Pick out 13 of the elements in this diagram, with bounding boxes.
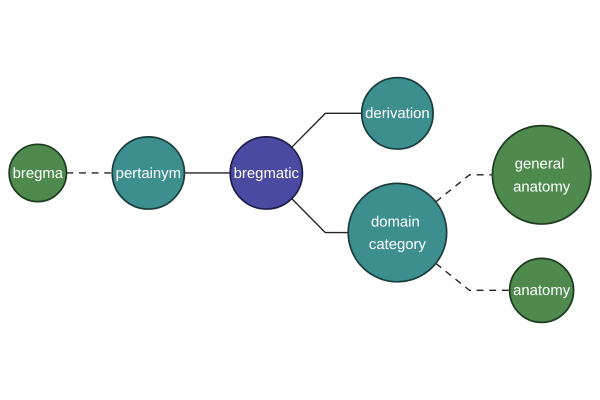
node-circle: bregma — [8, 143, 68, 202]
connector — [66, 172, 112, 174]
node-circle: anatomy — [508, 258, 574, 324]
node-circle: pertainym — [111, 136, 186, 210]
connector — [291, 112, 362, 148]
connector — [435, 262, 510, 292]
node-circle: general anatomy — [492, 124, 592, 225]
connector — [291, 198, 348, 234]
node-circle: domain category — [347, 182, 448, 283]
node-circle: derivation — [360, 76, 434, 150]
node-circle: bregmatic — [229, 136, 304, 210]
connector — [435, 174, 492, 202]
connector — [184, 172, 230, 174]
